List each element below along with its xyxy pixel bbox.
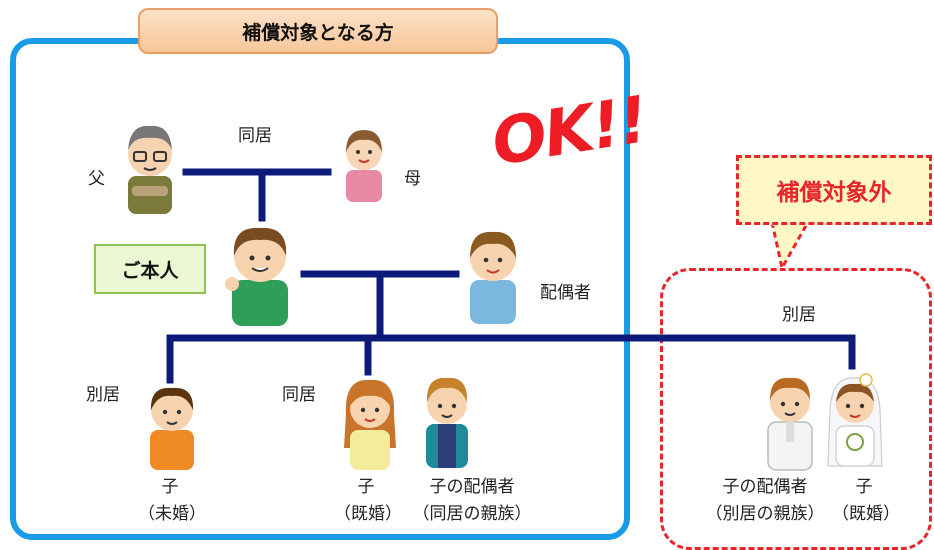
- excluded-callout: 補償対象外: [736, 155, 932, 225]
- child2-spouse-label-title: 子の配偶者: [429, 477, 515, 497]
- bride-figure-icon: [827, 373, 883, 467]
- mother-label: 母: [404, 169, 421, 189]
- child2-spouse-figure-icon: [426, 377, 468, 468]
- child2-spouse-label-status: （同居の親族）: [412, 504, 532, 524]
- child3-residence-label: 別居: [782, 305, 816, 325]
- child2-label-status: （既婚）: [334, 504, 402, 524]
- child2-figure-icon: [344, 379, 396, 470]
- father-label: 父: [88, 169, 105, 189]
- child3-spouse-label-status: （別居の親族）: [705, 504, 825, 524]
- child1-label-status: （未婚）: [138, 504, 206, 524]
- child1-figure-icon: [150, 387, 194, 470]
- self-figure-icon: [225, 227, 288, 326]
- child2-label: 子 （既婚）: [334, 474, 402, 528]
- self-label-box: ご本人: [94, 244, 206, 294]
- child3-label-status: （既婚）: [832, 504, 900, 524]
- groom-figure-icon: [767, 377, 813, 471]
- spouse-figure-icon: [470, 231, 516, 324]
- parents-residence-label: 同居: [238, 126, 272, 146]
- child2-label-title: 子: [357, 477, 375, 497]
- child1-label-title: 子: [161, 477, 179, 497]
- child2-spouse-label: 子の配偶者 （同居の親族）: [402, 474, 542, 528]
- spouse-label: 配偶者: [540, 283, 591, 303]
- coverage-title: 補償対象となる方: [138, 8, 498, 54]
- child3-spouse-label-title: 子の配偶者: [722, 477, 808, 497]
- mother-figure-icon: [346, 130, 382, 202]
- child1-label: 子 （未婚）: [138, 474, 206, 528]
- child2-residence-label: 同居: [282, 385, 316, 405]
- father-figure-icon: [128, 125, 172, 214]
- child1-residence-label: 別居: [86, 385, 120, 405]
- child3-label: 子 （既婚）: [832, 474, 900, 528]
- child3-label-title: 子: [855, 477, 873, 497]
- child3-spouse-label: 子の配偶者 （別居の親族）: [694, 474, 836, 528]
